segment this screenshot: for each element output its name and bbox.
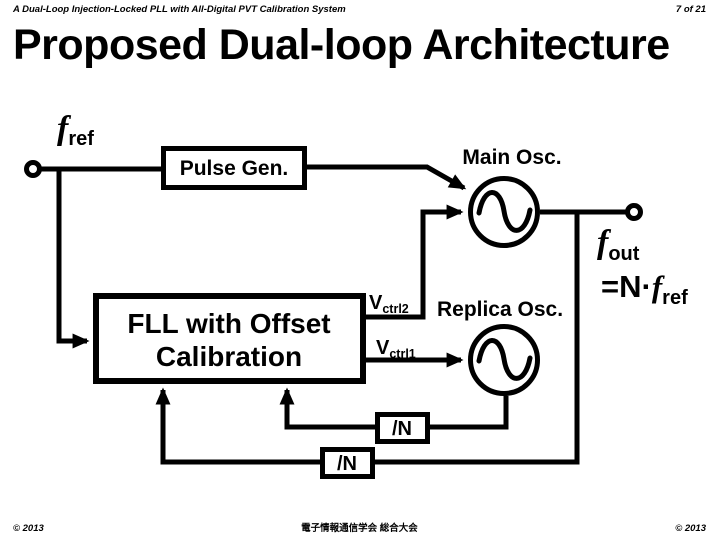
main-oscillator-symbol: [468, 176, 540, 248]
fll-label-line2: Calibration: [156, 341, 302, 372]
fout-equation-label: =N·fref: [601, 269, 688, 309]
divider-n-lower-box: [320, 447, 375, 479]
footer-copyright-left: © 2013: [13, 523, 44, 534]
wire-pulsegen-to-mainosc-arrow: [305, 164, 467, 191]
sine-wave-icon: [476, 338, 533, 381]
fout-label: fout: [597, 224, 640, 265]
divider-n-upper-box: [375, 412, 430, 444]
fref-label: fref: [57, 110, 94, 150]
vctrl1-label: Vctrl1: [376, 337, 416, 361]
pulse-gen-label: Pulse Gen.: [180, 157, 289, 180]
divider-n-upper-label: /N: [392, 418, 412, 440]
replica-osc-label: Replica Osc.: [437, 298, 563, 321]
divider-n-lower-label: /N: [337, 453, 357, 475]
sine-wave-icon: [476, 190, 533, 233]
slide-footer: © 2013 電子情報通信学会 総合大会 © 2013: [13, 520, 706, 534]
fll-label-line1: FLL with Offset: [127, 308, 330, 339]
header-title: A Dual-Loop Injection-Locked PLL with Al…: [13, 4, 346, 15]
main-osc-label: Main Osc.: [462, 146, 561, 169]
footer-copyright-right: © 2013: [675, 523, 706, 534]
page-number: 7 of 21: [675, 4, 706, 15]
footer-conference-name: 電子情報通信学会 総合大会: [301, 523, 418, 534]
fll-box: [93, 293, 366, 384]
vctrl2-label: Vctrl2: [369, 292, 409, 316]
wire-vctrl2-to-mainosc-arrow: [366, 204, 464, 320]
replica-oscillator-symbol: [468, 324, 540, 396]
wire-fref-to-fll-arrow: [56, 169, 90, 349]
output-terminal: [625, 203, 643, 221]
input-terminal: [24, 160, 42, 178]
slide-title: Proposed Dual-loop Architecture: [13, 21, 670, 69]
slide-header: A Dual-Loop Injection-Locked PLL with Al…: [13, 4, 706, 15]
pulse-gen-box: [161, 146, 307, 190]
